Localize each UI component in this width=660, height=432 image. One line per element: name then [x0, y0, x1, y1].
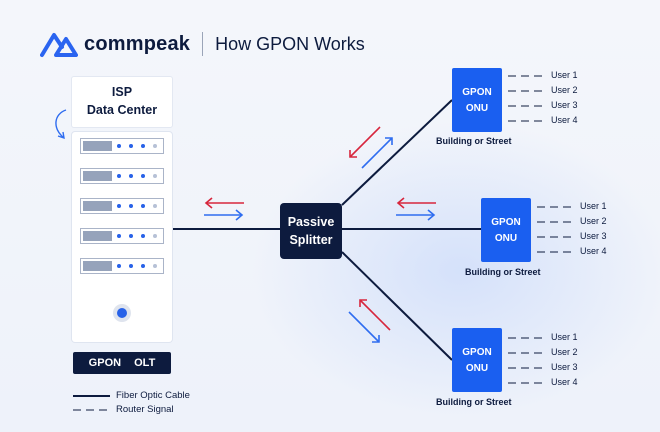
legend-router-label: Router Signal [116, 404, 174, 415]
rack-server-unit [80, 138, 164, 154]
rack-unit-slot [83, 261, 112, 271]
rack-unit-slot [83, 141, 112, 151]
header: commpeak How GPON Works [40, 26, 365, 62]
onu-label-line-1: GPON [462, 347, 492, 358]
onu-3-caption: Building or Street [436, 397, 512, 407]
rack-status-led [117, 204, 121, 208]
onu-3-user-4: User 4 [551, 377, 578, 387]
arrow-pair-onu-1 [349, 126, 393, 169]
rack-status-led [153, 264, 157, 268]
rack-server-unit [80, 258, 164, 274]
onu-2-user-4: User 4 [580, 246, 607, 256]
page-title: How GPON Works [215, 33, 365, 54]
arrow-pair-onu-2 [396, 197, 436, 221]
brand-name: commpeak [84, 32, 191, 55]
onu-3-user-3: User 3 [551, 362, 578, 372]
router-signal-dashes [508, 75, 575, 384]
arrow-pair-onu-3 [348, 299, 391, 343]
rack-status-led [141, 234, 145, 238]
rack-status-led [129, 234, 133, 238]
rack-status-led [153, 234, 157, 238]
rack-status-led [153, 174, 157, 178]
commpeak-logo-icon [40, 33, 78, 57]
rack-status-led [117, 174, 121, 178]
rack-status-led [129, 264, 133, 268]
rack-status-led [129, 144, 133, 148]
rack-server-unit [80, 198, 164, 214]
isp-data-center-label: ISP Data Center [72, 77, 172, 127]
isp-label-line-1: ISP [111, 85, 133, 99]
rack-status-led [141, 174, 145, 178]
passive-splitter: Passive Splitter [280, 203, 342, 259]
rack-unit-slot [83, 201, 112, 211]
isp-pointer-arrow [55, 109, 67, 139]
gpon-onu-2: GPON ONU [481, 198, 531, 262]
onu-2-caption: Building or Street [465, 267, 541, 277]
onu-label-line-1: GPON [462, 87, 492, 98]
onu-2-user-2: User 2 [580, 216, 607, 226]
gpon-olt-label: GPON OLT [73, 352, 171, 374]
header-divider [202, 32, 204, 56]
legend-fiber-label: Fiber Optic Cable [116, 390, 190, 401]
rack-status-led [141, 264, 145, 268]
onu-3-user-1: User 1 [551, 332, 578, 342]
fiber-splitter-to-onu-3 [341, 251, 453, 361]
rack-status-led [129, 174, 133, 178]
onu-3-user-2: User 2 [551, 347, 578, 357]
rack-server-unit [80, 168, 164, 184]
power-button-icon [113, 304, 131, 322]
onu-label-line-1: GPON [491, 217, 521, 228]
rack-unit-slot [83, 171, 112, 181]
rack-unit-slot [83, 231, 112, 241]
onu-label-line-2: ONU [494, 233, 518, 244]
onu-1-user-3: User 3 [551, 100, 578, 110]
fiber-splitter-to-onu-1 [341, 99, 453, 206]
gpon-onu-1: GPON ONU [452, 68, 502, 132]
onu-label-line-2: ONU [465, 103, 489, 114]
rack-status-led [141, 204, 145, 208]
onu-1-user-4: User 4 [551, 115, 578, 125]
rack-status-led [141, 144, 145, 148]
rack-status-led [129, 204, 133, 208]
rack-server-unit [80, 228, 164, 244]
splitter-label-line-2: Splitter [289, 233, 333, 247]
server-rack [72, 132, 172, 342]
isp-label-line-2: Data Center [86, 103, 158, 117]
gpon-onu-3: GPON ONU [452, 328, 502, 392]
onu-2-user-1: User 1 [580, 201, 607, 211]
rack-status-led [153, 144, 157, 148]
onu-1-user-1: User 1 [551, 70, 578, 80]
rack-status-led [153, 204, 157, 208]
splitter-label-line-1: Passive [287, 215, 335, 229]
arrow-pair-olt [204, 197, 244, 221]
rack-status-led [117, 144, 121, 148]
rack-status-led [117, 234, 121, 238]
onu-2-user-3: User 3 [580, 231, 607, 241]
onu-label-line-2: ONU [465, 363, 489, 374]
onu-1-user-2: User 2 [551, 85, 578, 95]
onu-1-caption: Building or Street [436, 136, 512, 146]
rack-status-led [117, 264, 121, 268]
